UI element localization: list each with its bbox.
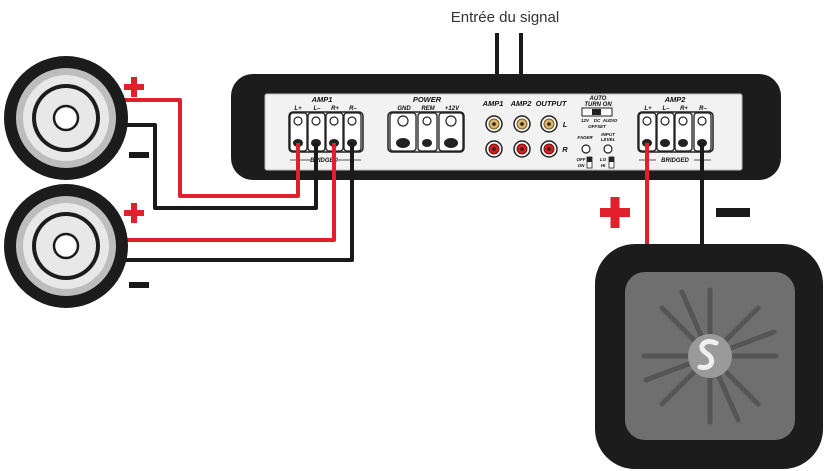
plus-icon bbox=[124, 203, 144, 223]
power-terminal-label: REM bbox=[421, 106, 435, 112]
speaker-2 bbox=[4, 184, 128, 308]
amplifier-panel bbox=[264, 93, 743, 171]
plus-icon bbox=[124, 77, 144, 97]
fader-knob bbox=[581, 144, 591, 154]
amp2-label: AMP2 bbox=[664, 95, 687, 104]
level-hi-label: HI bbox=[601, 163, 606, 168]
turn-on-label: TURN ON bbox=[584, 102, 612, 108]
offset-label: OFFSET bbox=[588, 124, 607, 129]
amp1-terminal-label: R+ bbox=[331, 106, 339, 112]
speaker-1 bbox=[4, 56, 128, 180]
controls-section: AUTO TURN ON 12V DC AUDIO OFFSET FADER I… bbox=[577, 96, 618, 169]
amp2-terminal-block: AMP2 L+ L– R+ R– BRIDGED bbox=[637, 95, 714, 164]
plus-icon bbox=[600, 197, 630, 228]
signal-input-title: Entrée du signal bbox=[451, 9, 559, 26]
channel-left-label: L bbox=[563, 120, 568, 129]
switch-option-label: DC bbox=[594, 118, 601, 123]
wire-speaker1-negative bbox=[117, 123, 318, 210]
amp1-terminal-block: AMP1 L+ L– R+ R– BRIDGED bbox=[288, 95, 364, 164]
subwoofer bbox=[595, 244, 823, 469]
input-label: INPUT bbox=[601, 132, 616, 137]
minus-icon bbox=[129, 282, 149, 288]
amplifier bbox=[231, 74, 781, 180]
input-amp2-label: AMP2 bbox=[510, 99, 533, 108]
level-label: LEVEL bbox=[601, 137, 616, 142]
amp2-terminal-label: L– bbox=[662, 106, 670, 112]
fader-off-label: OFF bbox=[577, 157, 586, 162]
power-terminal-label: +12V bbox=[445, 106, 460, 112]
wire-speaker1-positive bbox=[100, 98, 300, 198]
fader-on-label: ON bbox=[578, 163, 586, 168]
amp2-terminal-label: R– bbox=[699, 106, 707, 112]
fader-label: FADER bbox=[577, 135, 593, 140]
switch-option-label: AUDIO bbox=[602, 118, 618, 123]
switch-option-label: 12V bbox=[581, 118, 590, 123]
amp2-terminal-label: R+ bbox=[680, 106, 688, 112]
input-level-knob bbox=[603, 144, 613, 154]
polarity-markers bbox=[124, 77, 750, 288]
amp1-terminal-label: R– bbox=[349, 106, 357, 112]
wire-speaker2-negative bbox=[100, 143, 354, 262]
rca-jack-white bbox=[485, 115, 558, 133]
channel-right-label: R bbox=[562, 145, 568, 154]
minus-icon bbox=[716, 208, 750, 217]
wires bbox=[98, 98, 704, 262]
level-lo-label: LO bbox=[600, 157, 607, 162]
input-amp1-label: AMP1 bbox=[482, 99, 504, 108]
wire-speaker2-positive bbox=[98, 143, 336, 242]
amp1-terminal-label: L+ bbox=[294, 106, 302, 112]
minus-icon bbox=[129, 152, 149, 158]
auto-label: AUTO bbox=[589, 96, 607, 102]
rca-jack-red bbox=[485, 140, 558, 158]
amp1-label: AMP1 bbox=[311, 95, 333, 104]
amp2-bridged-label: BRIDGED bbox=[661, 158, 689, 164]
power-terminal-block: POWER GND REM +12V bbox=[387, 95, 465, 153]
power-label: POWER bbox=[413, 95, 442, 104]
amp2-terminal-label: L+ bbox=[644, 106, 652, 112]
rca-inputs: AMP1 AMP2 OUTPUT L R bbox=[482, 99, 568, 158]
amp1-terminal-label: L– bbox=[313, 106, 321, 112]
power-terminal-label: GND bbox=[397, 106, 411, 112]
output-label: OUTPUT bbox=[536, 99, 568, 108]
amp1-bridged-label: BRIDGED bbox=[310, 158, 338, 164]
